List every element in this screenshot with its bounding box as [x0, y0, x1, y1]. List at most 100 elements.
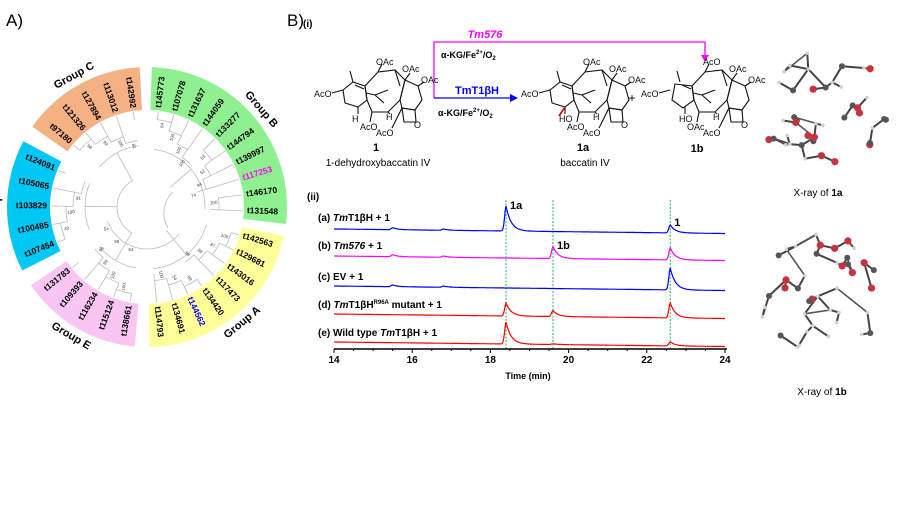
xray-atom	[844, 237, 852, 245]
bootstrap-value: 100	[158, 270, 165, 279]
bond	[394, 69, 401, 87]
bootstrap-value: 99	[102, 258, 109, 265]
substituent-label: AcO	[314, 89, 332, 99]
xray-atom	[831, 244, 839, 252]
bootstrap-value: 100	[175, 145, 183, 154]
tree-branch	[156, 111, 159, 120]
compound-1-id: 1	[373, 142, 379, 154]
trace-label-b: (b) Tm576 + 1	[318, 241, 383, 252]
xray-atom	[760, 314, 765, 319]
xray-atom	[782, 69, 786, 74]
x-tick-label: 18	[485, 355, 497, 366]
xray-atom	[835, 286, 839, 291]
tm576-arrowhead	[701, 55, 709, 62]
xray-atom	[870, 267, 877, 274]
tree-branch	[52, 187, 82, 195]
xray-atom	[806, 298, 813, 305]
xray-atom	[790, 87, 797, 94]
tree-branch	[113, 282, 120, 298]
xray-bond	[789, 64, 809, 71]
xray-1a-caption: X-ray of 1a	[794, 188, 843, 199]
xray-atom	[788, 142, 792, 146]
xray-atom	[777, 332, 784, 339]
bond	[391, 107, 403, 129]
xray-bond	[806, 53, 810, 70]
xray-atom	[810, 324, 815, 328]
bootstrap-value: 94	[196, 181, 203, 188]
substituent-label: H	[713, 112, 720, 122]
group-label: Group D	[0, 184, 3, 228]
tree-branch	[193, 254, 215, 276]
tree-branch	[129, 293, 132, 302]
tree-clade-arc	[204, 165, 212, 176]
xray-atom	[865, 95, 869, 100]
bootstrap-value: 100	[109, 270, 116, 279]
xray-bond	[804, 309, 831, 315]
xray-bond	[817, 287, 838, 298]
tree-branch	[168, 114, 175, 132]
tree-leaf-label: t145773	[153, 76, 167, 108]
bond	[601, 69, 608, 87]
x-tick-label: 22	[641, 355, 653, 366]
plus-sign: +	[628, 91, 635, 105]
tree-root-arc	[163, 191, 174, 229]
group-band-group-d	[7, 141, 62, 271]
x-tick-label: 24	[719, 355, 731, 366]
bond	[417, 81, 425, 87]
xray-atom	[831, 158, 839, 166]
xray-atom	[828, 308, 833, 312]
tree-clade-arc	[202, 179, 207, 190]
substituent-label: OAc	[421, 75, 439, 85]
xray-atom	[821, 123, 825, 128]
xray-atom	[867, 139, 874, 146]
xray-bond	[803, 313, 814, 327]
tree-branch	[209, 209, 243, 212]
bootstrap-value: 81	[131, 143, 137, 150]
tree-branch	[73, 144, 81, 151]
tree-branch	[197, 178, 240, 193]
compound-1a-name: baccatin IV	[560, 158, 610, 169]
xray-atom	[867, 330, 874, 337]
xray-atom	[870, 126, 875, 130]
xray-atom	[763, 305, 767, 310]
substituent-label: AcO	[641, 89, 659, 99]
peak-label: 1b	[557, 240, 570, 252]
xray-atom	[803, 273, 807, 278]
xray-atom	[835, 261, 839, 265]
bond	[404, 72, 411, 81]
chemical-structures: OAcOAcOAcAcOHAcOHAcOOOAcOAcOAcAcOHOAcOHA…	[314, 57, 766, 138]
trace-label-d: (d) TmT1βHR96A mutant + 1	[318, 300, 442, 311]
bootstrap-value: 52	[199, 168, 206, 175]
trace-label-c: (c) EV + 1	[318, 272, 364, 283]
substituent-label: O	[621, 120, 628, 130]
bond	[581, 94, 592, 104]
tree-clade-arc	[116, 289, 132, 295]
tree-clade-arc	[95, 135, 108, 145]
trace-c	[334, 267, 725, 292]
tree-clade-arc	[157, 119, 172, 123]
xray-atom	[806, 67, 811, 71]
bond	[744, 81, 752, 87]
substituent-label: OAc	[628, 75, 646, 85]
xray-atom	[867, 284, 876, 292]
xray-atom	[860, 259, 868, 267]
panel-a-label: A)	[6, 11, 23, 30]
ring-bond	[399, 79, 423, 111]
bootstrap-value: 100	[169, 133, 176, 142]
bond	[676, 70, 681, 83]
compound-1a-id: 1a	[577, 142, 590, 154]
bootstrap-value: 98	[186, 275, 193, 282]
xray-atom	[792, 118, 800, 127]
tree-leaf-label: t142992	[124, 76, 138, 109]
bond	[572, 92, 583, 96]
bond	[598, 107, 610, 129]
xray-atom	[802, 312, 807, 316]
bootstrap-value: 96	[114, 239, 120, 244]
peak-label: 1	[674, 217, 680, 229]
x-tick-label: 16	[407, 355, 419, 366]
xray-1b-caption: X-ray of 1b	[797, 387, 846, 398]
bond	[701, 89, 716, 96]
tree-clade-arc	[184, 254, 195, 263]
substituent-label: O	[414, 120, 421, 130]
